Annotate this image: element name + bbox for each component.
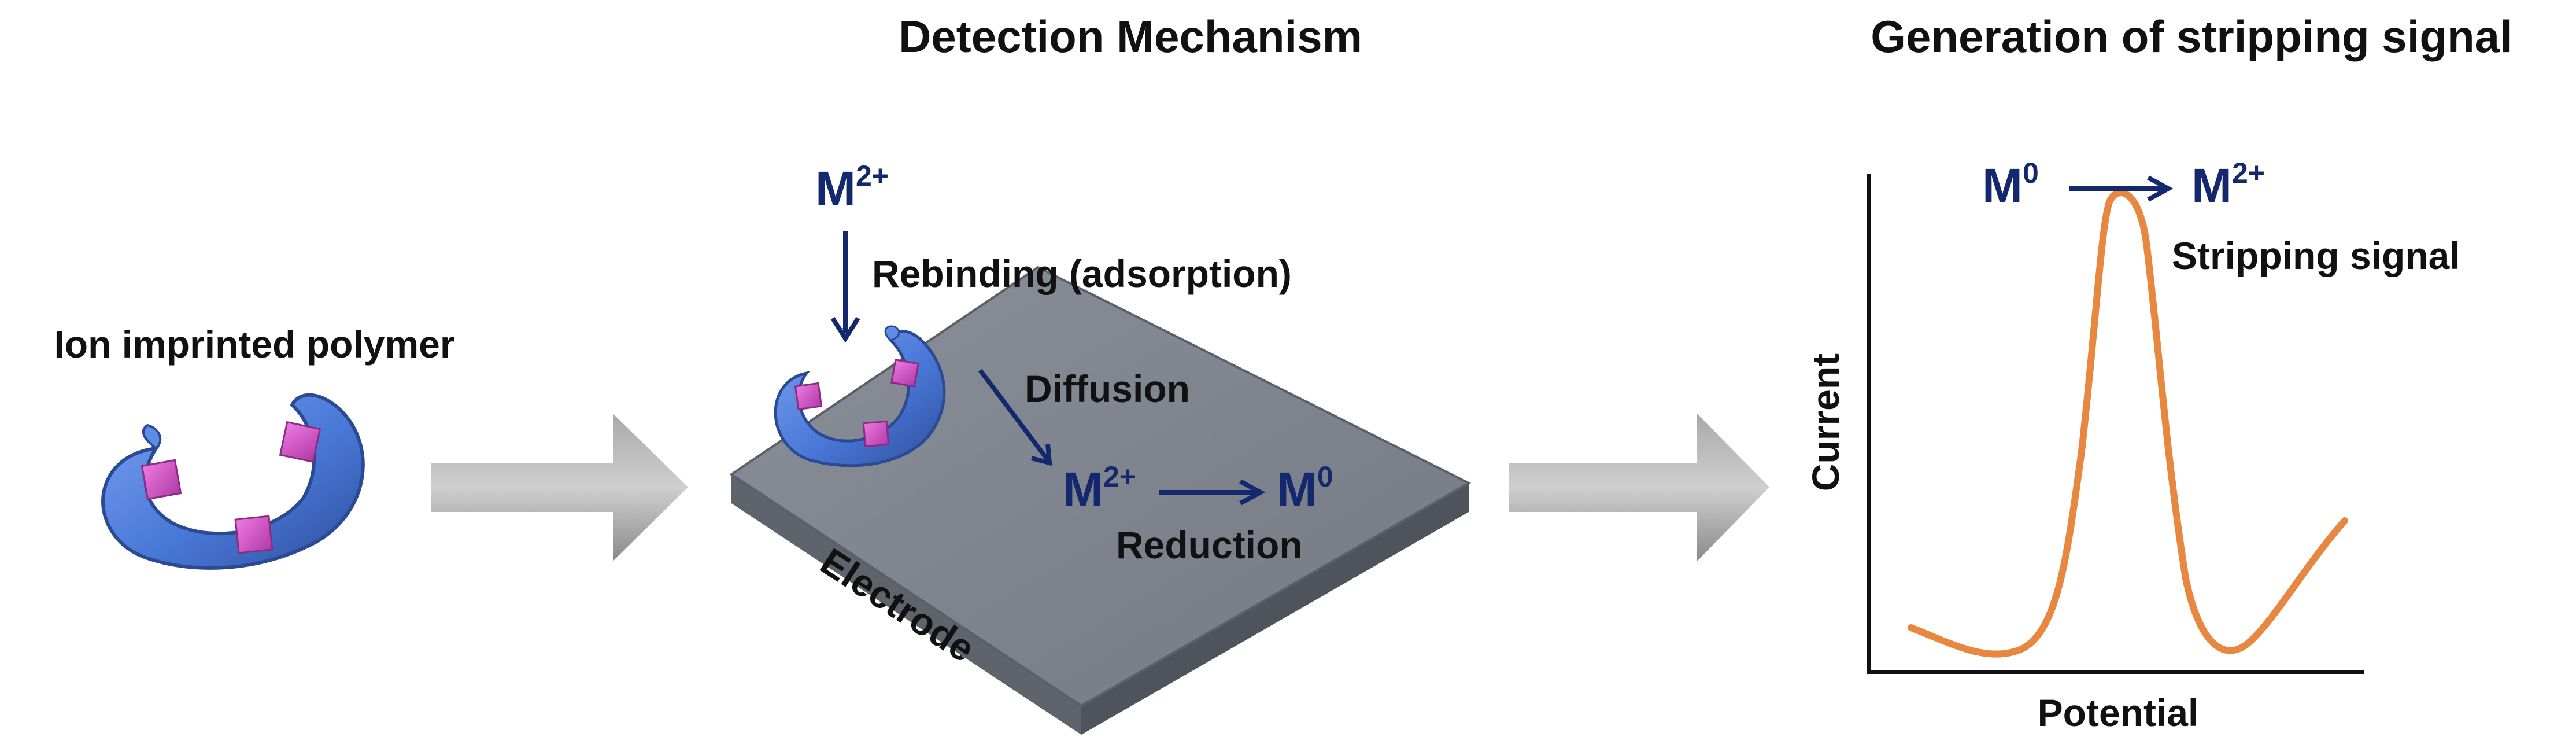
heading-stripping-signal: Generation of stripping signal	[1871, 11, 2512, 62]
binding-site-icon	[794, 382, 823, 411]
heading-detection-mechanism: Detection Mechanism	[899, 11, 1362, 62]
process-arrow-2	[1509, 414, 1769, 561]
stripping-signal-curve	[1908, 189, 2348, 658]
plot-x-label: Potential	[2038, 691, 2199, 734]
binding-site-icon	[890, 359, 919, 388]
diffusion-arrow	[978, 369, 1050, 462]
plot-metal-ion: M2+	[2191, 157, 2265, 213]
binding-site-icon	[862, 420, 890, 448]
diffusion-label: Diffusion	[1025, 367, 1190, 410]
binding-site-icon	[141, 459, 182, 500]
reduction-label: Reduction	[1116, 524, 1303, 566]
binding-site-icon	[234, 515, 274, 554]
rebinding-label: Rebinding (adsorption)	[872, 252, 1292, 295]
stripping-signal-plot: Current Potential M0 M2+ Stripping signa…	[1804, 157, 2460, 734]
metal-atom-right: M0	[1277, 460, 1333, 517]
process-arrow-1	[431, 414, 688, 561]
metal-ion-top: M2+	[815, 160, 889, 216]
metal-ion-left: M2+	[1063, 460, 1136, 517]
ion-imprinted-polymer-icon	[101, 393, 365, 570]
polymer-on-electrode-icon	[774, 325, 946, 467]
plot-y-label: Current	[1804, 353, 1847, 491]
binding-site-icon	[279, 421, 321, 463]
stripping-signal-label: Stripping signal	[2172, 234, 2460, 277]
polymer-label: Ion imprinted polymer	[54, 323, 454, 366]
plot-metal-atom: M0	[1982, 157, 2039, 213]
